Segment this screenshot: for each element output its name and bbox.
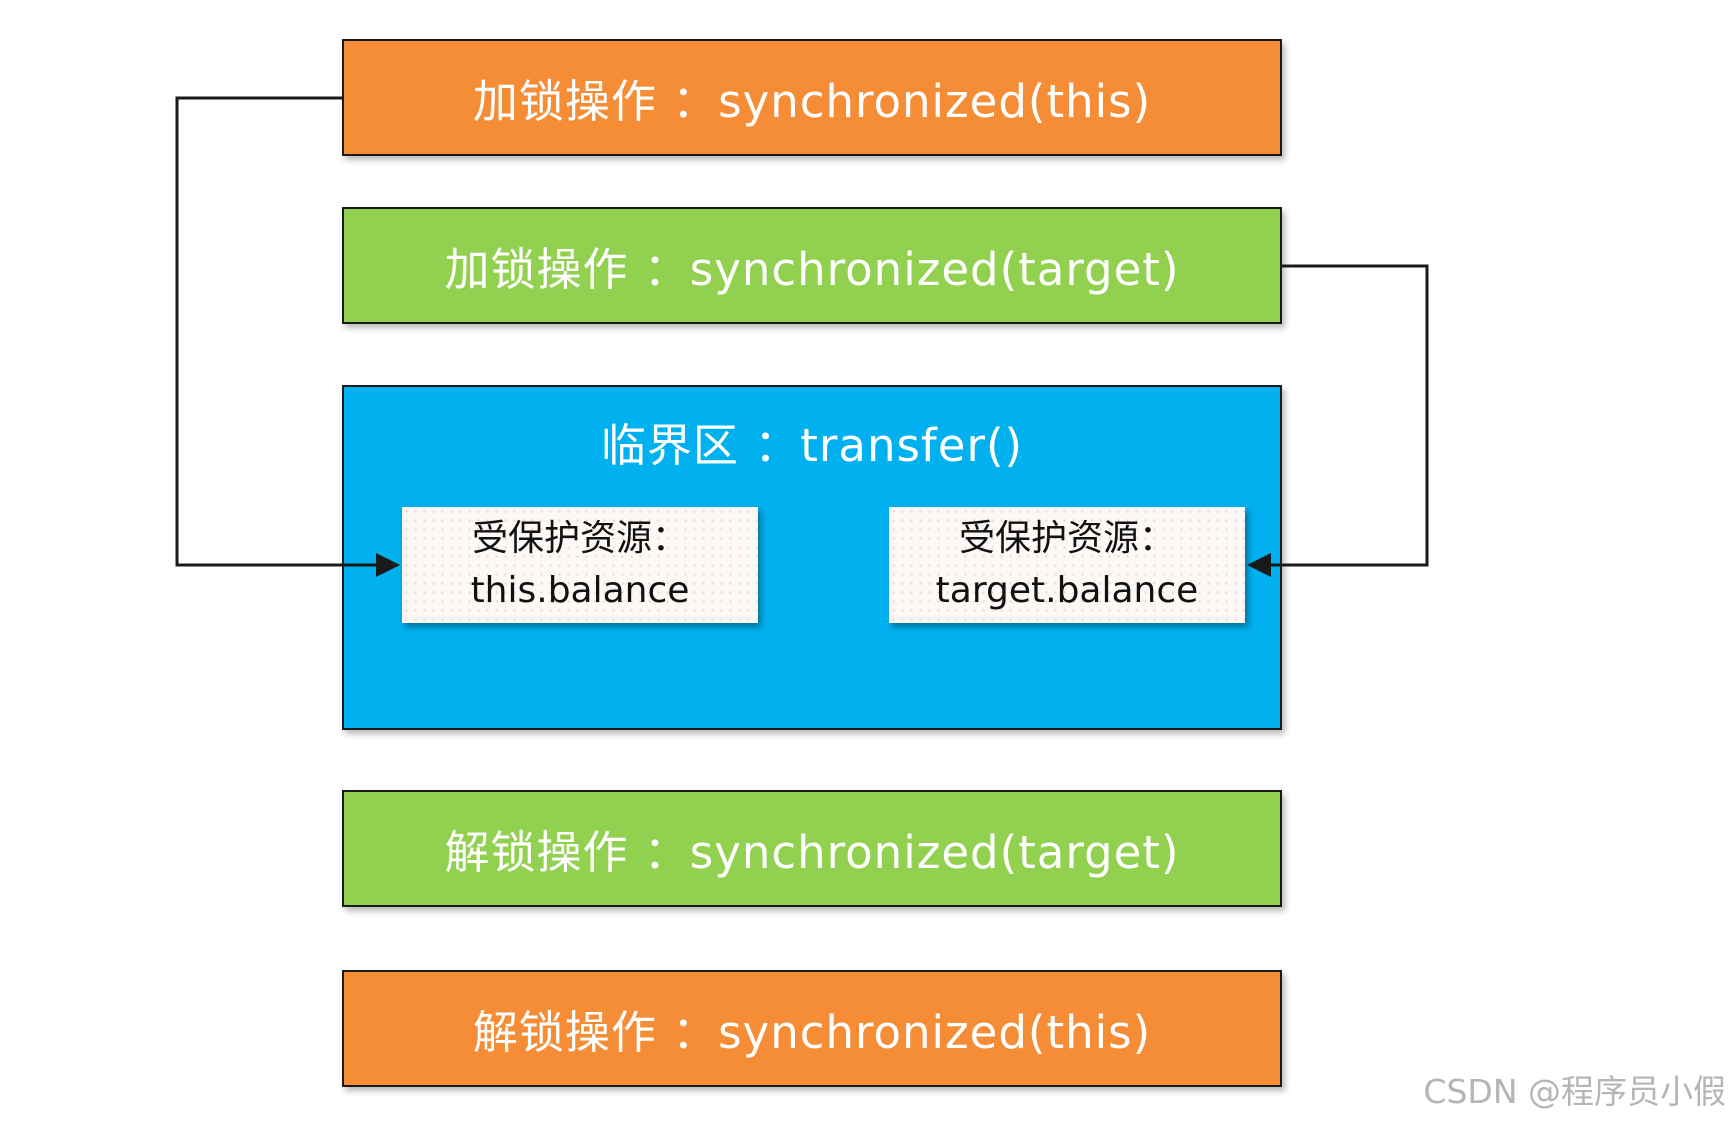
resource-this-label: 受保护资源：: [471, 518, 688, 559]
lock-this-box: 加锁操作 ：synchronized(this): [342, 39, 1282, 156]
critical-section-title: 临界区 ：transfer(): [600, 419, 1024, 472]
unlock-this-label: 解锁操作 ：synchronized(this): [472, 1006, 1152, 1059]
unlock-this-box: 解锁操作 ：synchronized(this): [342, 970, 1282, 1087]
unlock-target-label: 解锁操作 ：synchronized(target): [444, 826, 1180, 879]
resource-target-label: 受保护资源：: [958, 518, 1175, 559]
resource-target-value: target.balance: [935, 570, 1199, 611]
resource-target-box: 受保护资源： target.balance: [889, 507, 1245, 623]
lock-this-label: 加锁操作 ：synchronized(this): [472, 75, 1152, 128]
resource-this-value: this.balance: [470, 570, 690, 611]
unlock-target-box: 解锁操作 ：synchronized(target): [342, 790, 1282, 907]
lock-target-label: 加锁操作 ：synchronized(target): [444, 243, 1180, 296]
lock-target-box: 加锁操作 ：synchronized(target): [342, 207, 1282, 324]
watermark: CSDN @程序员小假: [1423, 1072, 1726, 1111]
resource-this-box: 受保护资源： this.balance: [402, 507, 758, 623]
